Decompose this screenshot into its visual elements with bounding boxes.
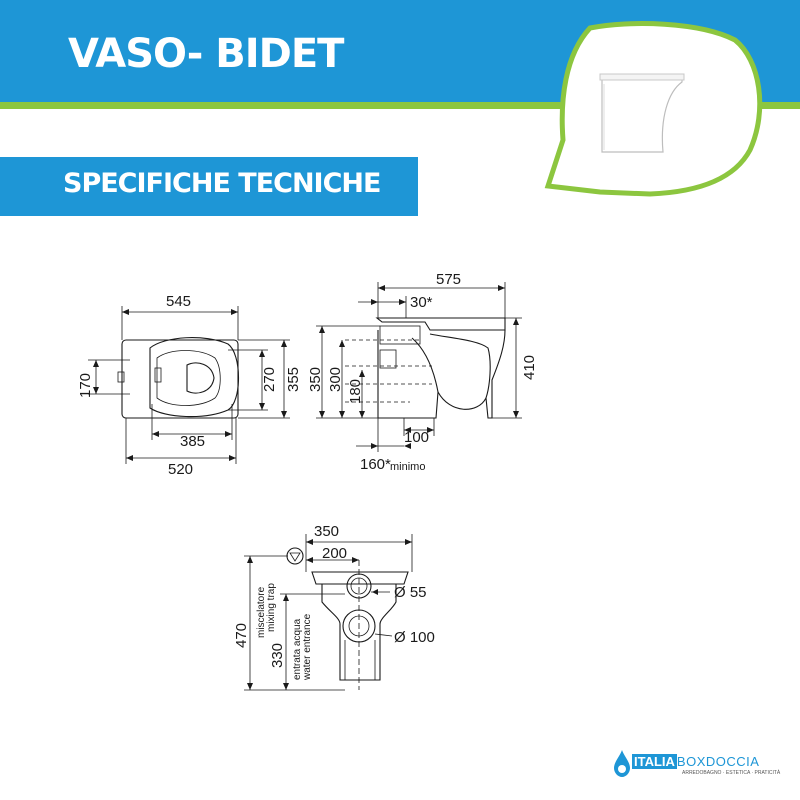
side-view-drawing (316, 282, 522, 452)
trap-label-1: miscelatore (256, 586, 267, 638)
toilet-product-image (599, 73, 685, 153)
dim-385: 385 (180, 433, 205, 450)
header-accent-line (0, 102, 800, 109)
diameter-100: Ø 100 (394, 629, 435, 646)
logo-brand: BOXDOCCIA (676, 754, 760, 769)
product-bubble (544, 21, 763, 197)
minimo-label: minimo (390, 461, 425, 473)
dim-160: 160* (360, 456, 391, 473)
diameter-55: Ø 55 (394, 584, 427, 601)
dim-410: 410 (521, 355, 538, 380)
subtitle-band (0, 157, 418, 216)
water-label-2: water entrance (302, 613, 313, 681)
logo-tagline: ARREDOBAGNO · ESTETICA · PRATICITÀ (682, 770, 781, 776)
logo-italia: ITALIA (632, 754, 677, 769)
technical-drawing: 545 170 270 355 385 520 (77, 271, 538, 691)
dim-300: 300 (327, 367, 344, 392)
dim-270: 270 (261, 367, 278, 392)
water-label-1: entrata acqua (292, 618, 303, 680)
brand-logo (614, 750, 630, 777)
dim-355: 355 (285, 367, 302, 392)
dim-520: 520 (168, 461, 193, 478)
top-view-drawing (88, 306, 290, 464)
water-drop-icon (614, 750, 630, 777)
page-title: VASO- BIDET (68, 31, 344, 77)
dim-545: 545 (166, 293, 191, 310)
dim-470: 470 (233, 623, 250, 648)
dim-575: 575 (436, 271, 461, 288)
dim-180: 180 (347, 379, 364, 404)
dim-200: 200 (322, 545, 347, 562)
dim-330: 330 (269, 643, 286, 668)
dim-350-rear: 350 (314, 523, 339, 540)
dim-30: 30* (410, 294, 433, 311)
trap-label-2: mixing trap (266, 583, 277, 632)
dim-170: 170 (77, 373, 94, 398)
dim-100: 100 (404, 429, 429, 446)
section-title: SPECIFICHE TECNICHE (63, 168, 381, 199)
rear-view-drawing (244, 534, 413, 691)
dim-350-side: 350 (307, 367, 324, 392)
